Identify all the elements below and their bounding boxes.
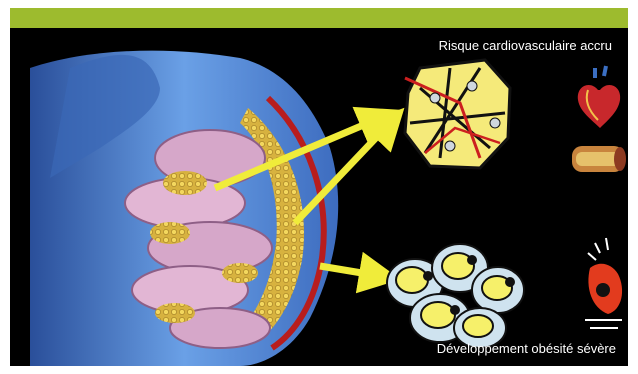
arrow-to-subcutaneous-fat [320, 266, 380, 276]
inflamed-adipose-cluster [405, 60, 510, 168]
adipocyte-cluster [387, 244, 524, 348]
caption-severe-obesity: Développement obésité sévère [437, 341, 616, 356]
heart-icon [578, 66, 620, 128]
illustration-panel: Risque cardiovasculaire accru Développem… [10, 28, 628, 366]
artery-plaque-icon [572, 146, 626, 172]
torso-illustration [30, 51, 338, 366]
illustration-svg [10, 28, 628, 366]
header-band [10, 8, 628, 28]
caption-cardiovascular-risk: Risque cardiovasculaire accru [439, 38, 612, 53]
ruptured-cell-icon [585, 238, 622, 328]
